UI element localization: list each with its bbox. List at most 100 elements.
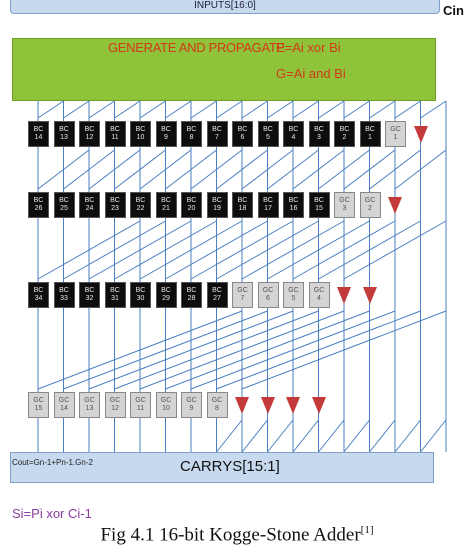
cell-type: BC	[161, 197, 171, 204]
buffer-triangle	[260, 397, 275, 414]
cell-index: 24	[85, 205, 94, 212]
cell-index: 33	[60, 295, 68, 302]
cell-index: 14	[34, 134, 43, 141]
cell-type: BC	[110, 197, 120, 204]
diagonal-wire	[241, 149, 294, 190]
output-wire	[318, 419, 345, 453]
cell-index: 32	[85, 295, 94, 302]
cell-type: BC	[33, 126, 44, 133]
diagonal-wire	[165, 310, 370, 390]
diagonal-wire	[241, 100, 268, 119]
diagonal-wire	[190, 149, 243, 190]
cell-type: BC	[212, 287, 222, 294]
cell-type: BC	[288, 197, 299, 204]
cell-type: BC	[33, 287, 44, 294]
cell-index: 27	[213, 295, 221, 302]
cell-type: BC	[263, 126, 273, 133]
output-wire	[394, 419, 421, 453]
cell-type: BC	[84, 197, 95, 204]
buffer-triangle	[286, 397, 300, 414]
diagonal-wire	[292, 149, 345, 190]
cell-type: BC	[59, 197, 69, 204]
cell-index: 11	[136, 405, 145, 412]
cell-index: 10	[162, 405, 170, 412]
diagonal-wire	[216, 100, 243, 119]
diagonal-wire	[343, 220, 447, 280]
output-wire	[420, 419, 447, 453]
diagonal-wire	[114, 220, 217, 280]
output-wire	[241, 419, 268, 453]
diagonal-wire	[165, 220, 268, 280]
cell-index: 21	[162, 205, 170, 212]
cell-index: 5	[291, 295, 296, 302]
diagonal-wire	[63, 149, 115, 190]
inputs-bar: INPUTS[16:0]	[10, 0, 440, 14]
diagonal-wire	[139, 310, 345, 390]
figure-caption: Fig 4.1 16-bit Kogge-Stone Adder[1]	[0, 524, 474, 546]
cell-index: 7	[215, 134, 219, 141]
cell-index: 10	[136, 134, 145, 141]
cell-index: 9	[164, 134, 168, 141]
diagonal-wire	[318, 100, 345, 119]
diagonal-wire	[88, 149, 141, 190]
diagonal-wire	[267, 100, 294, 119]
cell-index: 3	[317, 134, 321, 141]
output-wire	[216, 419, 243, 453]
cell-index: 13	[60, 134, 68, 141]
cell-index: 2	[342, 134, 347, 141]
cell-type: BC	[135, 197, 146, 204]
diagonal-wire	[318, 149, 370, 190]
cell-type: BC	[186, 126, 197, 133]
diagonal-wire	[165, 149, 217, 190]
cell-index: 18	[238, 205, 247, 212]
cell-type: BC	[161, 126, 171, 133]
diagonal-wire	[88, 100, 115, 119]
output-wire	[292, 419, 319, 453]
cell-index: 11	[111, 134, 119, 141]
diagonal-wire	[114, 100, 141, 119]
diagonal-wire	[190, 100, 217, 119]
g-formula: G=Ai and Bi	[276, 66, 346, 81]
cell-index: 4	[317, 295, 321, 302]
cell-type: BC	[186, 287, 197, 294]
cell-type: GC	[84, 397, 95, 404]
cell-index: 6	[266, 295, 270, 302]
output-wire	[267, 419, 294, 453]
cell-index: 29	[162, 295, 170, 302]
cell-index: 8	[215, 405, 219, 412]
cell-type: BC	[84, 287, 95, 294]
cin-label: Cin	[443, 3, 464, 18]
cell-index: 4	[291, 134, 296, 141]
caption-text: Fig 4.1 16-bit Kogge-Stone Adder	[100, 524, 361, 546]
buffer-triangle	[413, 126, 428, 143]
diagonal-wire	[369, 100, 396, 119]
cell-type: GC	[339, 197, 350, 204]
cell-index: 19	[213, 205, 221, 212]
cell-type: GC	[211, 397, 223, 404]
cell-index: 14	[60, 405, 68, 412]
cell-index: 25	[60, 205, 68, 212]
carry-bar	[10, 452, 434, 483]
cell-type: BC	[314, 126, 324, 133]
cell-index: 30	[136, 295, 145, 302]
cell-type: GC	[186, 397, 197, 404]
